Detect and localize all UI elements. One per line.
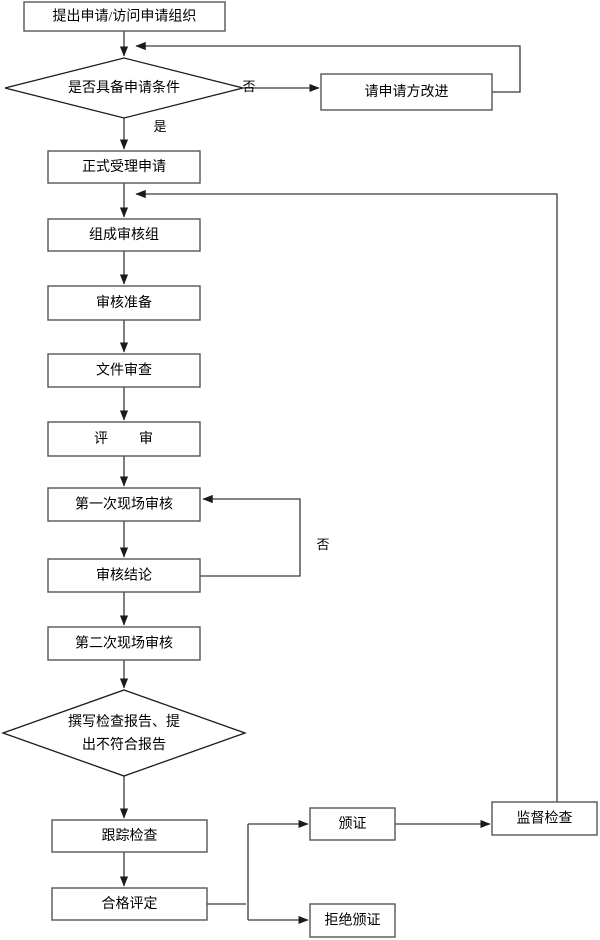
node-report[interactable]: 撰写检查报告、提 出不符合报告 <box>1 689 247 777</box>
node-onsite1[interactable]: 第一次现场审核 <box>47 487 201 522</box>
node-prepare-label: 审核准备 <box>96 294 152 311</box>
node-onsite1-shape[interactable] <box>47 487 201 522</box>
edge-label-no-conclusion: 否 <box>316 537 329 552</box>
node-conditions-label: 是否具备申请条件 <box>68 79 180 96</box>
node-accept-label: 正式受理申请 <box>82 159 166 175</box>
node-conclusion-shape[interactable] <box>47 558 201 593</box>
node-team-label: 组成审核组 <box>89 227 159 243</box>
node-supervise[interactable]: 监督检查 <box>491 801 598 836</box>
node-reject[interactable]: 拒绝颁证 <box>309 903 396 938</box>
node-onsite2[interactable]: 第二次现场审核 <box>47 626 201 661</box>
node-qualify-label: 合格评定 <box>102 896 158 912</box>
node-reject-shape[interactable] <box>309 903 396 938</box>
node-conclusion-label: 审核结论 <box>96 568 152 584</box>
node-issue-label: 颁证 <box>339 816 367 832</box>
node-improve-label: 请申请方改进 <box>365 84 449 100</box>
node-apply[interactable]: 提出申请/访问申请组织 <box>23 1 226 32</box>
edge-supervise-feedback <box>135 189 558 802</box>
node-evaluate-shape[interactable] <box>47 421 201 457</box>
node-report-label-line1: 撰写检查报告、提 <box>68 714 180 730</box>
node-onsite1-label: 第一次现场审核 <box>75 496 173 513</box>
node-followup[interactable]: 跟踪检查 <box>51 819 208 853</box>
node-apply-label: 提出申请/访问申请组织 <box>53 9 197 25</box>
connector-layer <box>119 31 558 925</box>
node-team[interactable]: 组成审核组 <box>47 218 201 252</box>
edge-label-no-conditions: 否 <box>242 79 255 94</box>
node-onsite2-label: 第二次现场审核 <box>75 635 173 652</box>
node-improve[interactable]: 请申请方改进 <box>320 73 493 111</box>
node-qualify[interactable]: 合格评定 <box>51 887 208 921</box>
node-reject-label: 拒绝颁证 <box>325 913 381 929</box>
node-qualify-shape[interactable] <box>51 887 208 921</box>
node-prepare-shape[interactable] <box>47 285 201 321</box>
node-docreview-shape[interactable] <box>47 353 201 388</box>
node-followup-label: 跟踪检查 <box>102 828 158 844</box>
node-followup-shape[interactable] <box>51 819 208 853</box>
node-accept[interactable]: 正式受理申请 <box>47 150 201 184</box>
node-accept-shape[interactable] <box>47 150 201 184</box>
node-docreview-label: 文件审查 <box>96 363 152 379</box>
node-evaluate[interactable]: 评 审 <box>47 421 201 457</box>
node-conditions-shape[interactable] <box>4 57 244 119</box>
node-supervise-label: 监督检查 <box>517 811 573 827</box>
node-apply-shape[interactable] <box>23 1 226 32</box>
node-prepare[interactable]: 审核准备 <box>47 285 201 321</box>
edge-improve-feedback <box>135 41 521 93</box>
node-evaluate-label: 评 审 <box>94 431 154 447</box>
node-conditions[interactable]: 是否具备申请条件 <box>4 57 244 119</box>
node-issue-shape[interactable] <box>309 807 396 841</box>
node-improve-shape[interactable] <box>320 73 493 111</box>
node-issue[interactable]: 颁证 <box>309 807 396 841</box>
node-conclusion[interactable]: 审核结论 <box>47 558 201 593</box>
node-report-label-line2: 出不符合报告 <box>82 737 166 753</box>
node-docreview[interactable]: 文件审查 <box>47 353 201 388</box>
node-team-shape[interactable] <box>47 218 201 252</box>
node-supervise-shape[interactable] <box>491 801 598 836</box>
edge-conclusion-feedback <box>200 494 301 577</box>
node-onsite2-shape[interactable] <box>47 626 201 661</box>
node-report-shape[interactable] <box>1 689 247 777</box>
edge-label-yes-conditions: 是 <box>153 119 166 134</box>
